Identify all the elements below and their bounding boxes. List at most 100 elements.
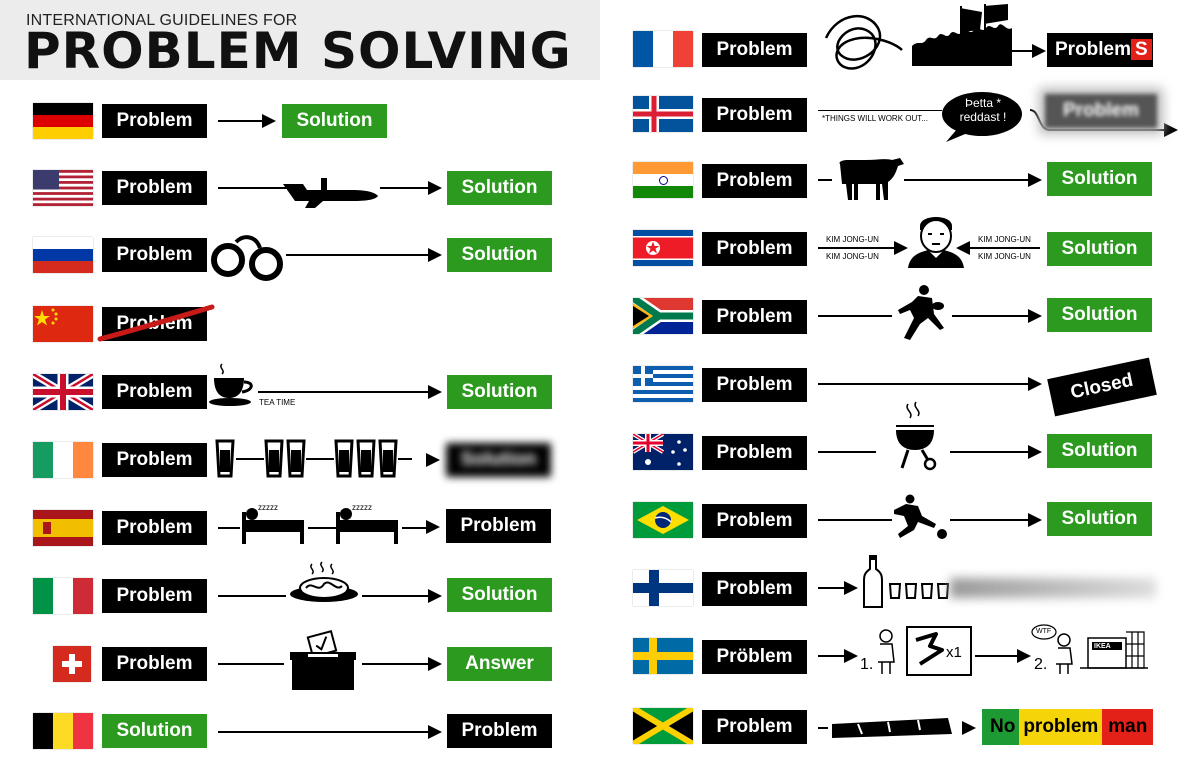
barbecue-grill-icon: [896, 401, 937, 471]
arrow-head-icon: [894, 241, 908, 255]
flag-usa: [33, 170, 93, 206]
arrow-line: [904, 179, 1030, 181]
arrow-line: [218, 187, 288, 189]
arrow-line: [818, 315, 892, 317]
teacup-icon: [209, 363, 253, 406]
wtf-person-icon: [1031, 624, 1073, 674]
arrow-line: [950, 451, 1030, 453]
subtitle: INTERNATIONAL GUIDELINES FOR: [26, 12, 298, 29]
sweden-problem-box: Pröblem: [702, 640, 807, 674]
flag-belgium: [33, 713, 93, 749]
flag-uk: [33, 374, 93, 410]
vodka-bottle-icon: [863, 555, 883, 608]
flag-sweden: [633, 638, 693, 674]
problems-prefix: Problem: [1055, 39, 1132, 60]
arrow-line: [818, 587, 846, 589]
svg-text:zzzzz: zzzzz: [258, 503, 278, 512]
arrow-head-icon: [1028, 173, 1042, 187]
switzerland-answer-box: Answer: [447, 647, 552, 681]
arrow-head-icon: [1017, 649, 1031, 663]
france-problem-box: Problem: [702, 33, 807, 67]
arrow-head-icon: [1032, 44, 1046, 58]
flag-france: [633, 31, 693, 67]
ikea-label: IKEA: [1094, 643, 1111, 650]
arrow-line: [218, 663, 284, 665]
handcuffs-icon: [211, 235, 283, 281]
arrow-head-icon: [426, 520, 440, 534]
rolled-joint-icon: [832, 718, 952, 738]
arrow-head-icon: [428, 589, 442, 603]
arrow-line: [818, 727, 828, 729]
russia-problem-box: Problem: [102, 238, 207, 272]
arrow-line: [975, 655, 1019, 657]
ballot-box-icon: [290, 630, 356, 690]
belgium-solution-box: Solution: [102, 714, 207, 748]
arrow-line: [950, 519, 1030, 521]
x1-label: x1: [946, 644, 962, 661]
arrow-line: [286, 254, 430, 256]
iceland-problem-faded-box: Problem: [1045, 94, 1157, 128]
spain-problem-result-box: Problem: [446, 509, 551, 543]
australia-problem-box: Problem: [702, 436, 807, 470]
kim-label-left-top: KIM JONG-UN: [826, 235, 879, 244]
arrow-head-icon: [844, 581, 858, 595]
flag-jamaica: [633, 708, 693, 744]
confused-person-icon: [878, 629, 895, 674]
tangle-icon: [824, 14, 903, 70]
thetta-line-2: reddast !: [959, 110, 1007, 124]
germany-problem-box: Problem: [102, 104, 207, 138]
flag-south-africa: [633, 298, 693, 334]
ireland-problem-box: Problem: [102, 443, 207, 477]
soccer-player-icon: [894, 494, 947, 539]
arrow-head-icon: [1028, 445, 1042, 459]
arrow-head-icon: [1028, 309, 1042, 323]
kim-label-right-bottom: KIM JONG-UN: [978, 252, 1031, 261]
arrow-line: [818, 179, 832, 181]
flag-north-korea: [633, 230, 693, 266]
brazil-solution-box: Solution: [1047, 502, 1152, 536]
pasta-plate-icon: [290, 561, 358, 602]
page-title: PROBLEM SOLVING: [24, 22, 572, 80]
greece-closed-box: Closed: [1047, 357, 1157, 417]
kim-portrait-icon: [908, 217, 964, 268]
flag-switzerland: [53, 646, 91, 682]
arrow-line: [362, 595, 430, 597]
ireland-solution-blurred: Solution: [446, 443, 551, 477]
arrow-line: [362, 663, 430, 665]
arrow-head-icon: [428, 248, 442, 262]
iceland-curve-arrow: [1029, 109, 1178, 137]
wtf-label: WTF: [1036, 628, 1052, 635]
flag-italy: [33, 578, 93, 614]
svg-text:zzzzz: zzzzz: [352, 503, 372, 512]
switzerland-problem-box: Problem: [102, 647, 207, 681]
kim-label-right-top: KIM JONG-UN: [978, 235, 1031, 244]
india-solution-box: Solution: [1047, 162, 1152, 196]
jamaica-problem-box: Problem: [702, 710, 807, 744]
protest-crowd-icon: [912, 4, 1012, 66]
thetta-line-1: Þetta *: [964, 96, 1002, 110]
arrow-line: [380, 187, 430, 189]
arrow-line: [258, 391, 430, 393]
south-africa-problem-box: Problem: [702, 300, 807, 334]
arrow-head-icon: [1028, 513, 1042, 527]
arrow-line: [818, 383, 1030, 385]
rugby-player-icon: [898, 285, 944, 340]
iceland-problem-box: Problem: [702, 98, 807, 132]
ikea-furniture-icon: [1080, 631, 1148, 669]
jamaica-no-problem-man-box: No problem man: [982, 709, 1154, 745]
flag-finland: [633, 570, 693, 606]
speech-bubble-icon: [942, 92, 1022, 142]
finland-problem-box: Problem: [702, 572, 807, 606]
arrow-line: [818, 110, 942, 111]
greece-problem-box: Problem: [702, 368, 807, 402]
finland-blurred-fade: [950, 578, 1156, 598]
north-korea-problem-box: Problem: [702, 232, 807, 266]
thetta-reddast-text: Þetta * reddast !: [938, 96, 1028, 124]
flag-china: [33, 306, 93, 342]
arrow-line: [218, 731, 430, 733]
russia-solution-box: Solution: [447, 238, 552, 272]
arrow-head-icon: [428, 657, 442, 671]
problems-suffix: S: [1131, 39, 1152, 60]
australia-solution-box: Solution: [1047, 434, 1152, 468]
